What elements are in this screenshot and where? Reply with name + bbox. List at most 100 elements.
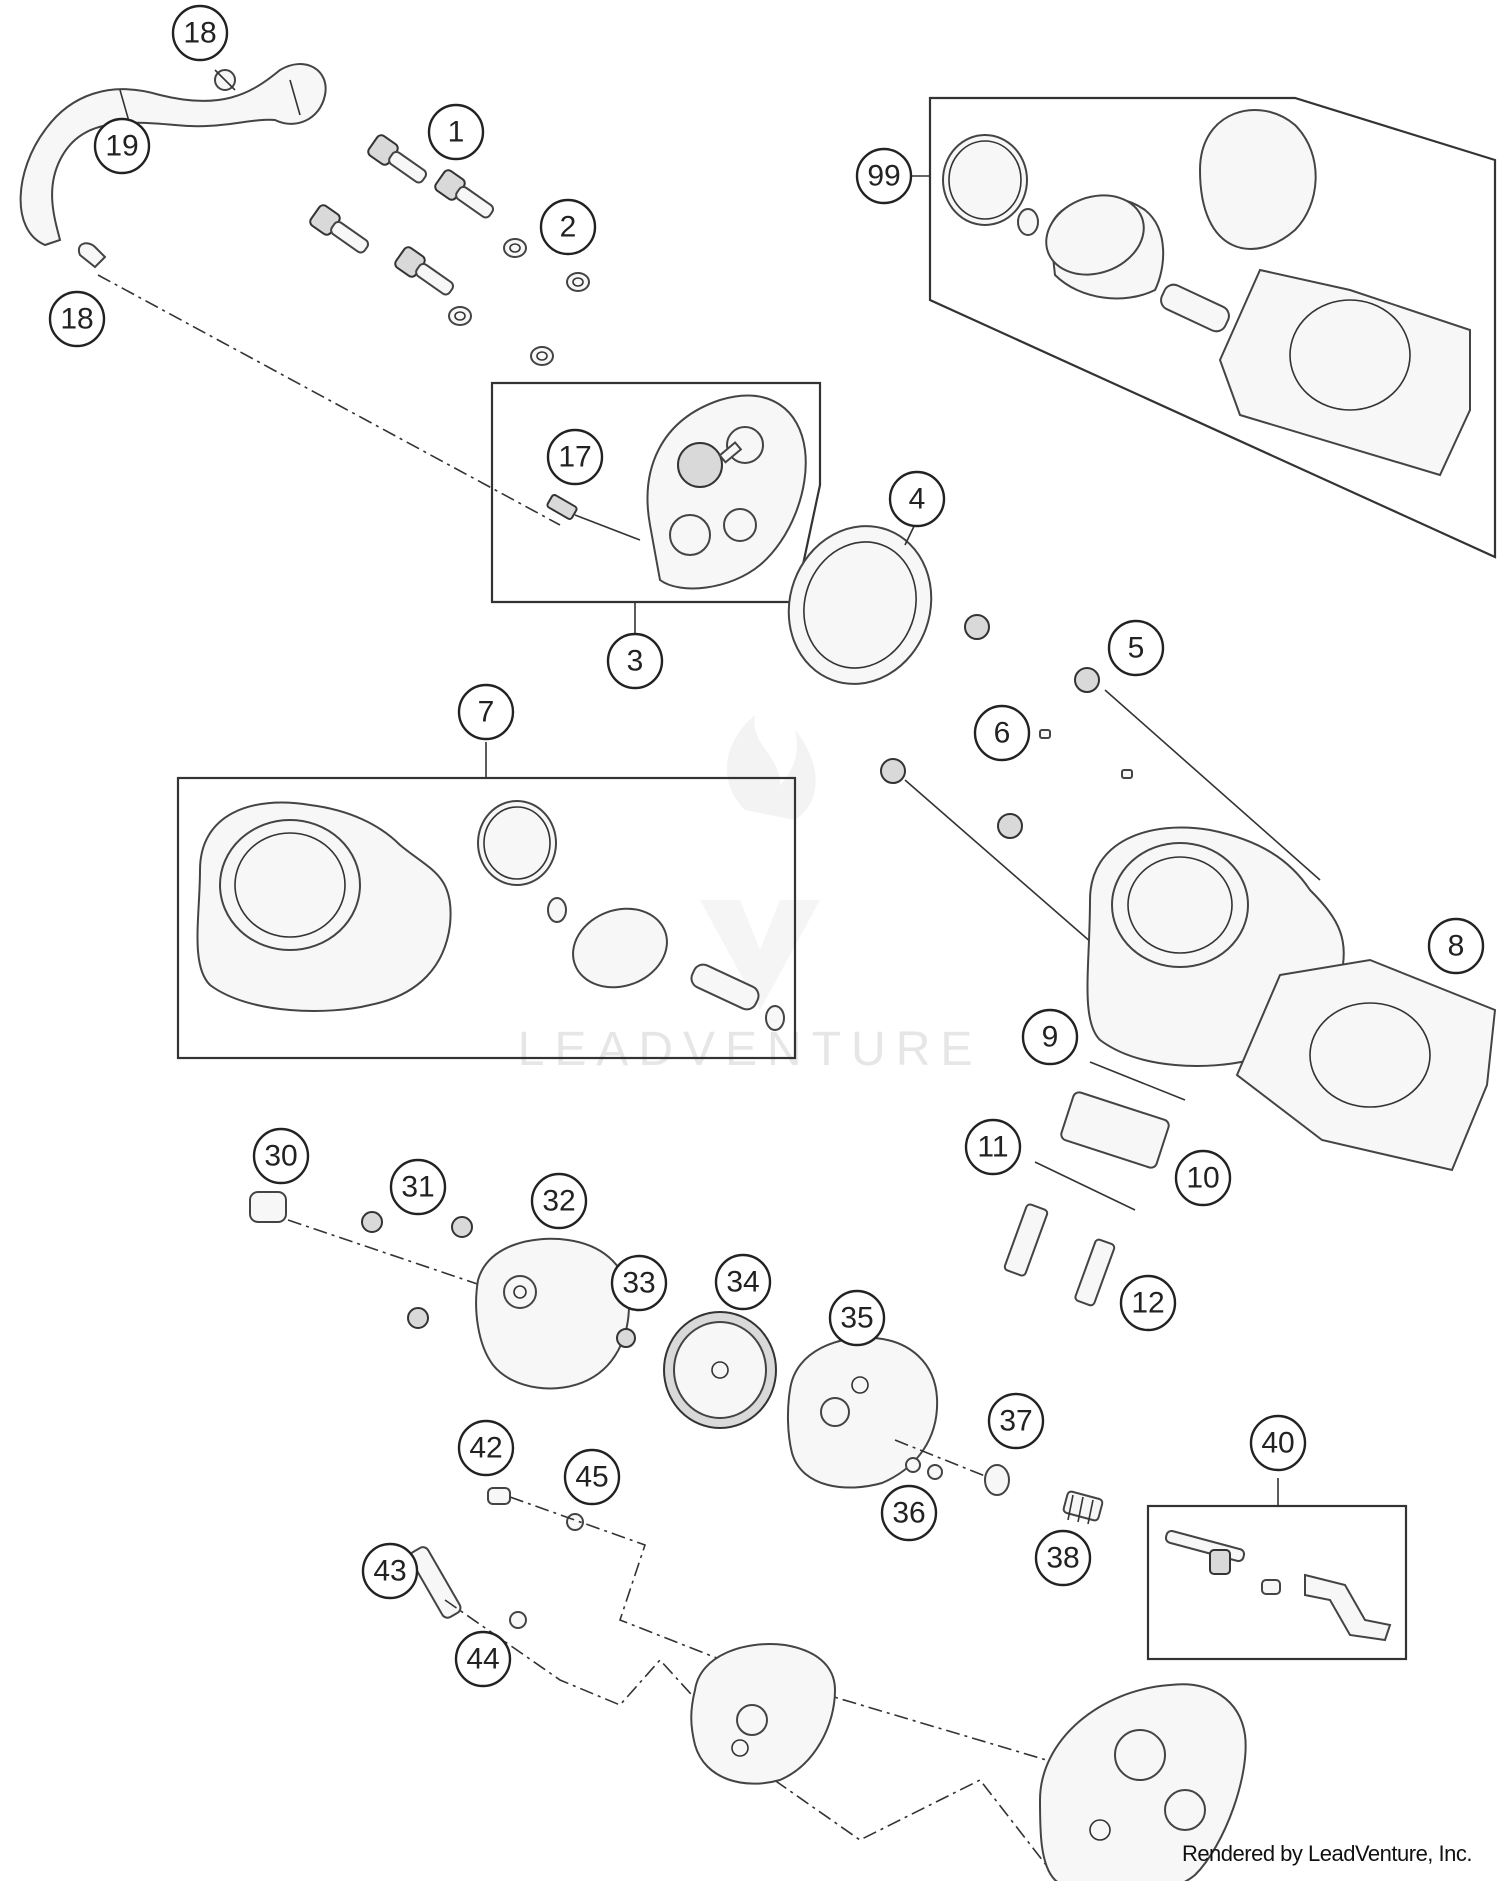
watermark-text: LEADVENTURE — [518, 1023, 983, 1076]
cylinder-head-part — [646, 394, 807, 590]
cylinder-head-frame — [490, 381, 822, 604]
callout-18b: 18 — [48, 290, 106, 348]
housing-35 — [786, 1336, 939, 1489]
svg-text:44: 44 — [466, 1643, 499, 1676]
valve-kit-parts — [1164, 1529, 1392, 1642]
callout-33: 33 — [610, 1254, 668, 1312]
svg-text:38: 38 — [1046, 1542, 1079, 1575]
leader-42 — [509, 1496, 1081, 1771]
nuts-31 — [361, 1211, 473, 1329]
svg-text:43: 43 — [373, 1555, 406, 1588]
callout-37: 37 — [987, 1392, 1045, 1450]
head-gasket-4 — [787, 525, 933, 685]
callout-35: 35 — [828, 1289, 886, 1347]
piston-kit-frame — [928, 96, 1497, 559]
diaphragm-34 — [663, 1311, 777, 1429]
bolt-30 — [249, 1191, 511, 1296]
svg-text:34: 34 — [726, 1266, 759, 1299]
cover-32 — [475, 1237, 630, 1390]
svg-text:31: 31 — [401, 1171, 434, 1204]
svg-text:12: 12 — [1131, 1287, 1164, 1320]
svg-text:6: 6 — [994, 717, 1011, 750]
spark-plug-17 — [546, 494, 641, 541]
callout-42: 42 — [457, 1419, 515, 1477]
valve-kit-frame — [1146, 1504, 1408, 1661]
callout-36: 36 — [880, 1484, 938, 1542]
callout-31: 31 — [389, 1158, 447, 1216]
pins-6 — [1039, 729, 1133, 779]
svg-text:35: 35 — [840, 1302, 873, 1335]
svg-text:18: 18 — [60, 303, 93, 336]
svg-text:1: 1 — [448, 116, 465, 149]
leader-5a — [1104, 689, 1321, 881]
callout-9: 9 — [1021, 1008, 1079, 1066]
callout-19: 19 — [93, 117, 151, 175]
callout-5: 5 — [1107, 619, 1165, 677]
o-ring-37 — [984, 1464, 1010, 1496]
hose-clamp-upper — [214, 69, 236, 91]
small-end-parts — [1003, 1061, 1186, 1307]
callout-3: 3 — [606, 632, 664, 690]
callout-44: 44 — [454, 1630, 512, 1688]
svg-text:42: 42 — [469, 1432, 502, 1465]
callout-1: 1 — [427, 103, 485, 161]
svg-text:32: 32 — [542, 1185, 575, 1218]
watermark-logo — [700, 715, 820, 1010]
svg-text:36: 36 — [892, 1497, 925, 1530]
screw-43 — [409, 1546, 462, 1619]
svg-text:5: 5 — [1128, 632, 1145, 665]
svg-text:17: 17 — [558, 441, 591, 474]
callout-18a: 18 — [171, 4, 229, 62]
svg-text:8: 8 — [1448, 930, 1465, 963]
callout-32: 32 — [530, 1172, 588, 1230]
cylinder-head-bottom — [1038, 1683, 1247, 1881]
svg-text:40: 40 — [1261, 1427, 1294, 1460]
svg-text:33: 33 — [622, 1267, 655, 1300]
washer-44 — [509, 1611, 527, 1629]
leader-5b — [904, 779, 1101, 951]
svg-text:11: 11 — [977, 1131, 1008, 1164]
washer-set-2 — [448, 238, 590, 366]
callout-4: 4 — [888, 470, 946, 528]
svg-text:3: 3 — [627, 645, 644, 678]
svg-text:7: 7 — [478, 696, 495, 729]
nuts-5 — [880, 614, 1100, 839]
hose-part — [19, 63, 327, 247]
leader-36 — [894, 1439, 991, 1479]
callout-17: 17 — [546, 428, 604, 486]
piston-kit-parts — [942, 109, 1471, 477]
svg-text:45: 45 — [575, 1461, 608, 1494]
svg-text:30: 30 — [264, 1140, 297, 1173]
callout-30: 30 — [252, 1127, 310, 1185]
callout-6: 6 — [973, 704, 1031, 762]
washers-36 — [905, 1457, 943, 1480]
callout-11: 11 — [964, 1118, 1022, 1176]
callout-7: 7 — [457, 683, 515, 741]
nut-33 — [616, 1328, 636, 1348]
credit-text: Rendered by LeadVenture, Inc. — [1181, 1841, 1473, 1866]
svg-text:18: 18 — [183, 17, 216, 50]
callout-43: 43 — [361, 1542, 419, 1600]
bolt-set-1 — [309, 134, 495, 296]
callout-10: 10 — [1174, 1149, 1232, 1207]
screw-42 — [487, 1487, 511, 1505]
svg-text:19: 19 — [105, 130, 138, 163]
svg-text:10: 10 — [1186, 1162, 1219, 1195]
leader-hose — [97, 274, 561, 526]
svg-text:99: 99 — [867, 160, 900, 193]
callout-2: 2 — [539, 198, 597, 256]
svg-text:2: 2 — [560, 211, 577, 244]
housing-assembly-bottom — [690, 1643, 837, 1785]
callout-45: 45 — [563, 1448, 621, 1506]
spring-38 — [1062, 1490, 1104, 1525]
cylinder-kit-parts — [196, 800, 785, 1031]
svg-text:37: 37 — [999, 1405, 1032, 1438]
callout-34: 34 — [714, 1253, 772, 1311]
svg-text:4: 4 — [909, 483, 926, 516]
callout-40: 40 — [1249, 1414, 1307, 1472]
base-gasket-8 — [1235, 958, 1497, 1172]
callout-99: 99 — [855, 147, 913, 205]
callout-8: 8 — [1427, 917, 1485, 975]
callout-38: 38 — [1034, 1529, 1092, 1587]
